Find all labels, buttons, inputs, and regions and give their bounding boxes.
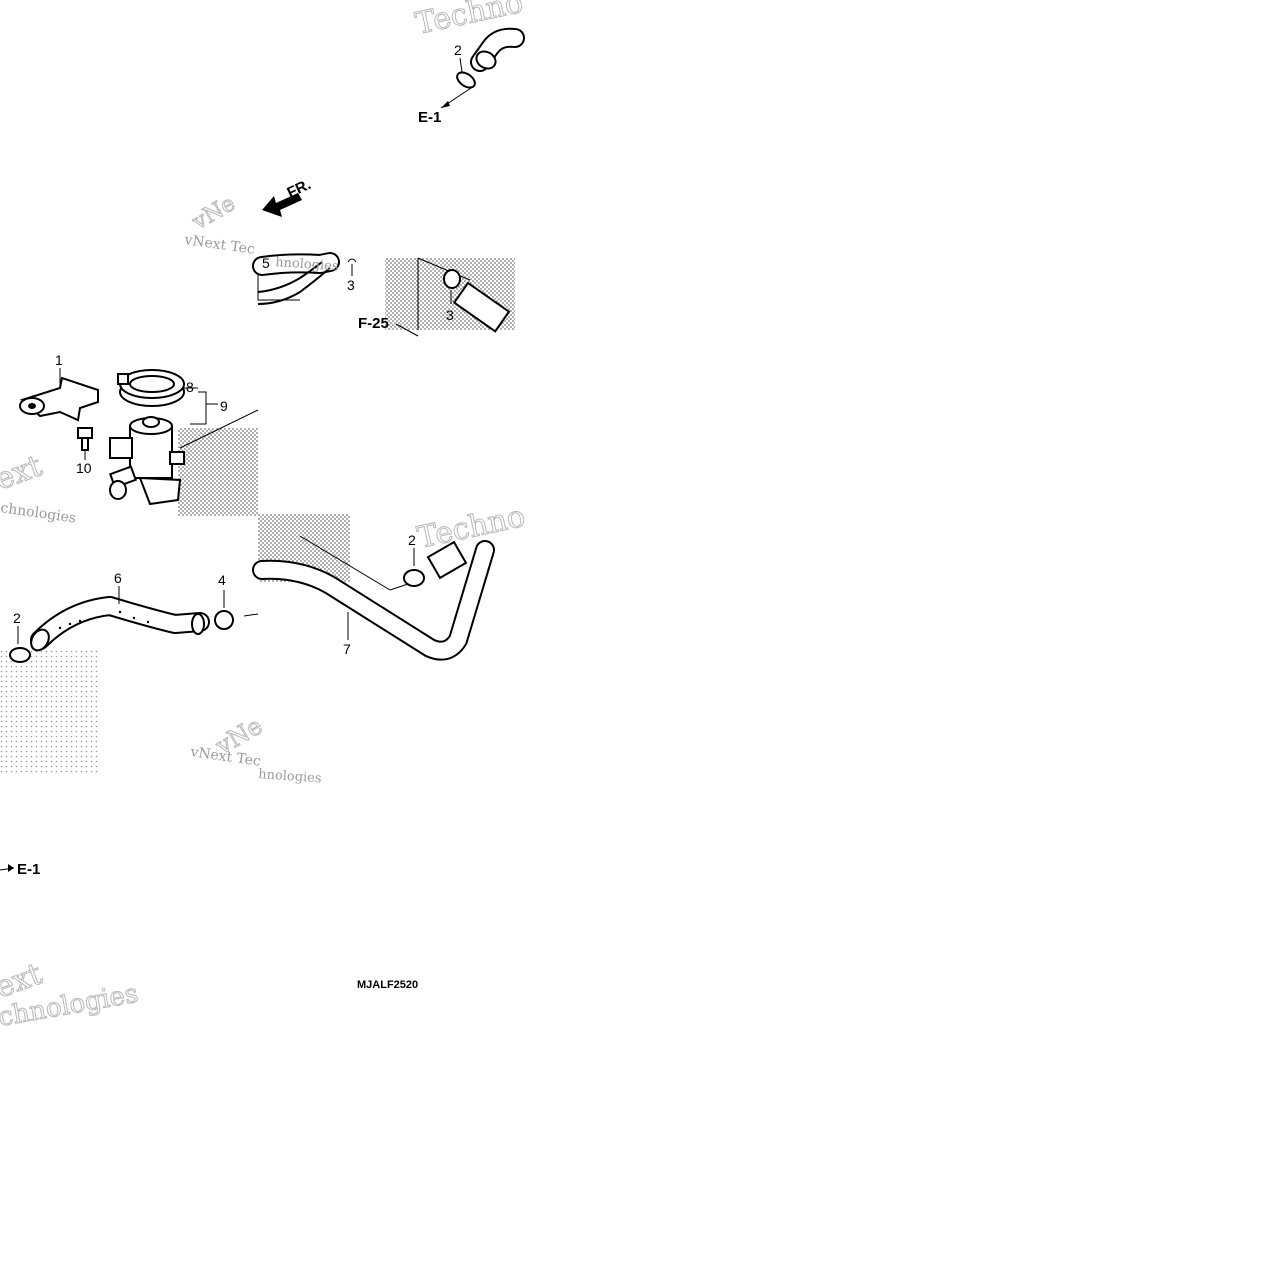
part-label-2: 2 [408, 532, 416, 548]
ref-e1-bottom: E-1 [17, 861, 40, 878]
ref-e1-top: E-1 [418, 109, 441, 126]
clip-2-mid [403, 569, 425, 587]
ref-f25: F-25 [358, 315, 389, 332]
part-label-4: 4 [218, 572, 226, 588]
part-label-10: 10 [76, 460, 92, 476]
part-label-8: 8 [186, 379, 194, 395]
part-label-1: 1 [55, 352, 63, 368]
tile-f25: hnologies 5 3 3 F-25 [252, 252, 515, 337]
clip-3 [443, 269, 461, 289]
part-label-5: 5 [262, 255, 270, 271]
part-label-3: 3 [347, 277, 355, 293]
watermark-text: vNext Tec [182, 232, 255, 258]
hose-mouth [475, 50, 497, 70]
tile-hose-7: Techno 2 7 [252, 498, 529, 661]
ring-8 [117, 369, 185, 407]
part-label-2: 2 [13, 610, 21, 626]
clip-2-left [9, 647, 31, 663]
watermark-text: chnologies [0, 500, 77, 526]
watermark-text: vNext Tec [188, 744, 261, 770]
clip-4 [214, 610, 234, 630]
hose-markings [58, 610, 150, 630]
tile-bottom: E-1 MJALF2520 ext chnologies [0, 861, 418, 1033]
watermark-text: hnologies [275, 255, 339, 274]
drawing-code: MJALF2520 [357, 979, 418, 991]
shaded-area [178, 428, 258, 516]
tile-hose-6: 6 4 2 vNe vNext Tec hnologies [0, 570, 322, 786]
front-label: FR. [285, 176, 314, 202]
front-arrow-icon [262, 193, 302, 217]
watermark-text: Techno [414, 499, 528, 556]
shaded-area [0, 648, 100, 774]
part-label-7: 7 [343, 641, 351, 657]
tile-valve-assembly: 1 10 8 9 ext chno [0, 352, 259, 527]
watermark-text: ext [0, 449, 47, 498]
clip-2-top [456, 71, 476, 89]
tile-top-right: Techno 2 E-1 [412, 0, 527, 126]
watermark-text: vNe [188, 191, 240, 236]
hose-7-end [426, 540, 468, 580]
watermark-text: hnologies [258, 767, 322, 786]
front-arrow: FR. vNe vNext Tec [182, 176, 313, 258]
bolt-10 [77, 427, 93, 451]
solenoid-valve-9 [108, 416, 185, 506]
part-label-6: 6 [114, 570, 122, 586]
part-label-3: 3 [446, 307, 454, 323]
part-label-2: 2 [454, 42, 462, 58]
hose-segment [452, 281, 511, 333]
part-label-9: 9 [220, 398, 228, 414]
